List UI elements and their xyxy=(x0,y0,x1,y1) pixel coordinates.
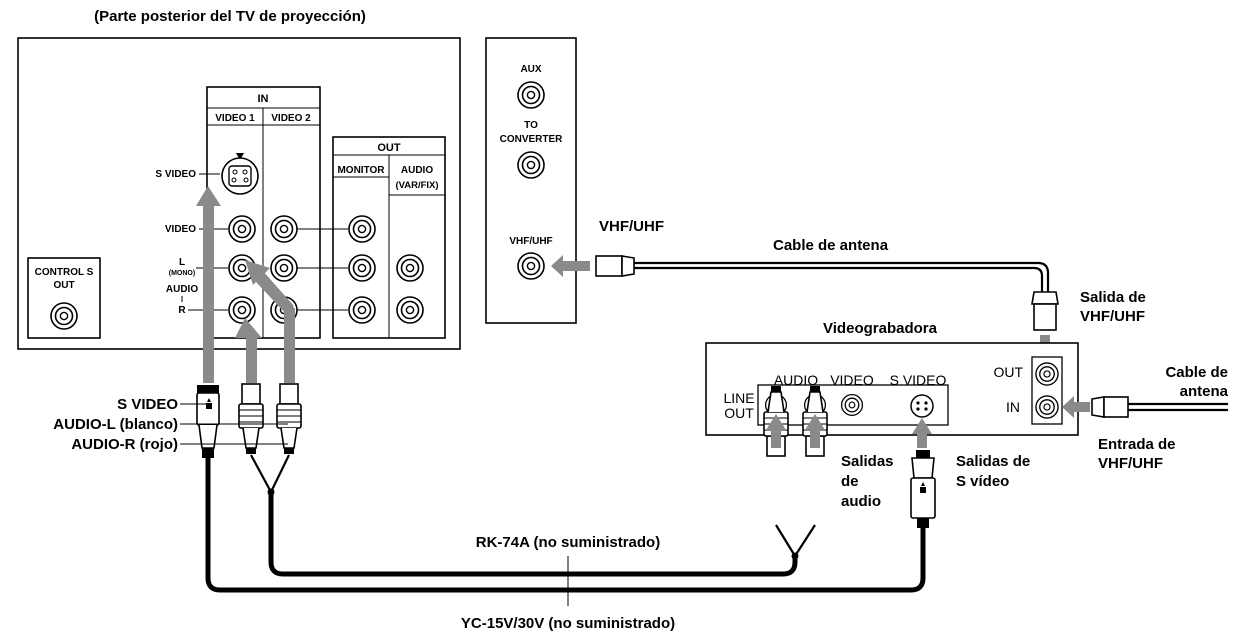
vcr-s-video-jack-icon xyxy=(910,394,934,418)
vcr-svideo-label: S VIDEO xyxy=(890,372,947,388)
vcr-vhf-in-jack-icon xyxy=(1035,395,1059,419)
to-converter-jack-icon xyxy=(517,151,545,179)
vcr-video-label: VIDEO xyxy=(830,372,874,388)
vcr-title: Videograbadora xyxy=(823,320,938,337)
vcr-audio-label: AUDIO xyxy=(774,372,818,388)
entrada-label-1: Entrada de xyxy=(1098,436,1176,453)
salidas-audio-label-1: Salidas xyxy=(841,453,894,470)
svideo-row-label: S VIDEO xyxy=(155,169,196,180)
antenna-plug-icon xyxy=(595,255,635,277)
antena-label: antena xyxy=(1180,383,1229,400)
monitor-audio-l-jack-icon xyxy=(348,254,376,282)
aux-jack-icon xyxy=(517,81,545,109)
salida-label-1: Salida de xyxy=(1080,289,1146,306)
r-row-label: R xyxy=(178,305,186,316)
arrow-icon xyxy=(196,186,221,383)
svideo-plug-label: S VIDEO xyxy=(117,396,178,413)
video1-video-jack-icon xyxy=(228,215,256,243)
in-header: IN xyxy=(258,93,269,105)
video-row-label: VIDEO xyxy=(165,224,196,235)
cable-antena-label: Cable de antena xyxy=(773,237,889,254)
s-video-plug-icon xyxy=(910,450,936,528)
monitor-video-jack-icon xyxy=(348,215,376,243)
rk74a-cable xyxy=(250,454,816,577)
vcr-vhf-out-jack-icon xyxy=(1035,362,1059,386)
vhf-uhf-jack-icon xyxy=(517,252,545,280)
in-block: IN VIDEO 1 VIDEO 2 xyxy=(206,86,321,339)
tv-caption: (Parte posterior del TV de proyección) xyxy=(94,8,366,25)
control-s-label-1: CONTROL S xyxy=(35,267,94,278)
antenna-plug-icon xyxy=(1091,396,1129,418)
arrow-icon xyxy=(766,414,932,448)
vcr-line-label: LINE xyxy=(723,390,754,406)
vcr-ant-out-label: OUT xyxy=(993,364,1023,380)
vcr-video-jack-icon xyxy=(840,393,864,417)
vcr-out-label: OUT xyxy=(724,405,754,421)
video1-header: VIDEO 1 xyxy=(215,113,255,124)
vcr-ant-in-label: IN xyxy=(1006,399,1020,415)
rk74a-label: RK-74A (no suministrado) xyxy=(476,534,660,551)
vhf-uhf-panel-label: VHF/UHF xyxy=(509,236,552,247)
audio-out-sub: (VAR/FIX) xyxy=(395,180,438,191)
video2-header: VIDEO 2 xyxy=(271,113,311,124)
arrow-icon xyxy=(245,260,295,383)
control-s-jack-icon xyxy=(50,302,78,330)
arrow-icon xyxy=(235,318,262,383)
mono-label: (MONO) xyxy=(169,270,195,277)
monitor-header: MONITOR xyxy=(337,165,385,176)
to-label: TO xyxy=(524,120,538,131)
yc15v-label: YC-15V/30V (no suministrado) xyxy=(461,615,675,632)
antenna-plug-icon xyxy=(1031,291,1059,331)
aux-label: AUX xyxy=(520,64,541,75)
salidas-svideo-label-1: Salidas de xyxy=(956,453,1030,470)
audio-r-label: AUDIO-R (rojo) xyxy=(71,436,178,453)
audio-out-header: AUDIO xyxy=(401,165,433,176)
arrow-icon xyxy=(551,255,590,277)
arrow-icon xyxy=(1062,396,1090,418)
s-video-jack-icon xyxy=(221,153,259,195)
video2-audio-l-jack-icon xyxy=(270,254,298,282)
s-video-plug-icon xyxy=(196,385,220,458)
salidas-audio-label-2: de xyxy=(841,473,859,490)
yc15v-cable xyxy=(205,455,926,593)
video2-video-jack-icon xyxy=(270,215,298,243)
out-header: OUT xyxy=(377,142,401,154)
audio-out-r-jack-icon xyxy=(396,296,424,324)
salidas-audio-label-3: audio xyxy=(841,493,881,510)
monitor-audio-r-jack-icon xyxy=(348,296,376,324)
audio-out-l-jack-icon xyxy=(396,254,424,282)
cable-de-label: Cable de xyxy=(1165,364,1228,381)
control-s-block: CONTROL S OUT xyxy=(27,257,101,339)
audio-l-label: AUDIO-L (blanco) xyxy=(53,416,178,433)
l-row-label: L xyxy=(179,257,185,268)
converter-label: CONVERTER xyxy=(500,134,564,145)
video1-audio-r-jack-icon xyxy=(228,296,256,324)
control-s-label-2: OUT xyxy=(53,280,74,291)
audio-row-label: AUDIO xyxy=(166,284,198,295)
salidas-svideo-label-2: S vídeo xyxy=(956,473,1009,490)
vhf-uhf-label: VHF/UHF xyxy=(599,218,664,235)
antenna-panel xyxy=(485,37,577,324)
entrada-label-2: VHF/UHF xyxy=(1098,455,1163,472)
salida-label-2: VHF/UHF xyxy=(1080,308,1145,325)
